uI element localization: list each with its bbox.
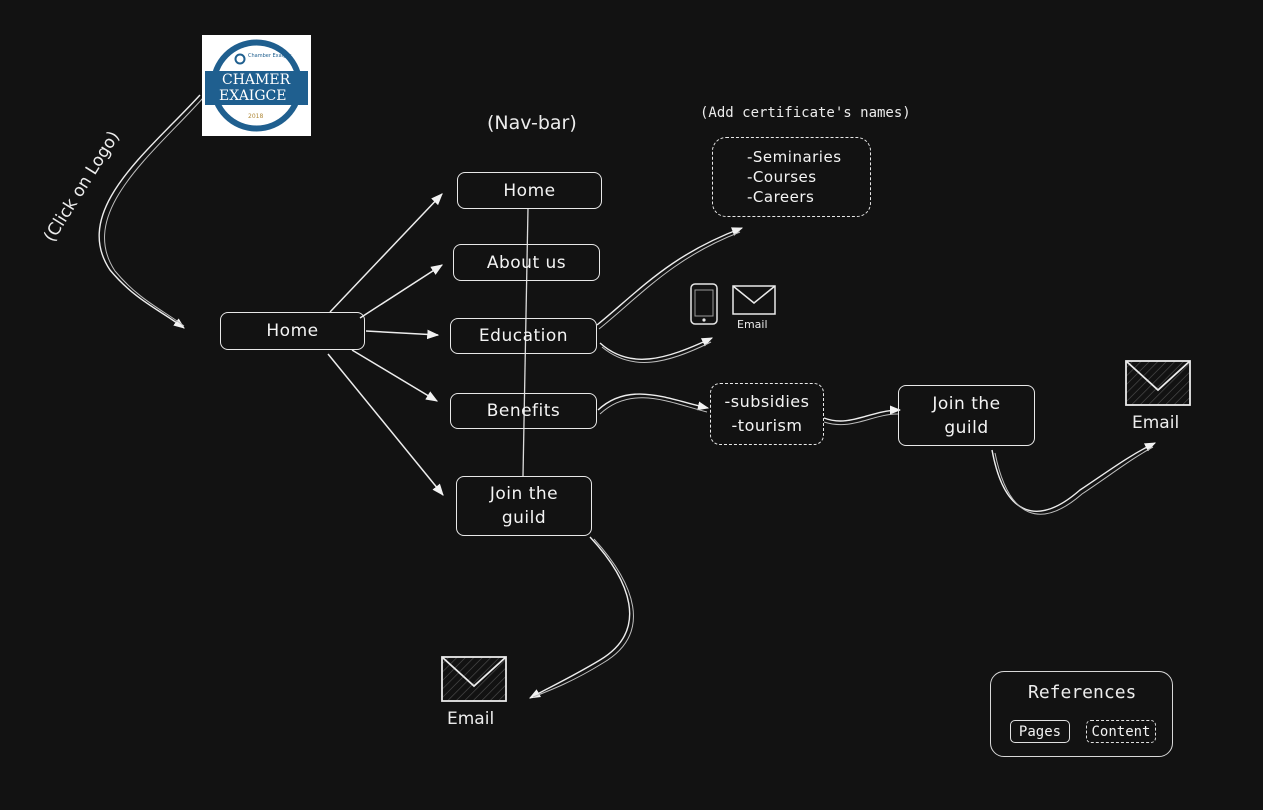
legend-content-chip: Content xyxy=(1086,720,1156,743)
nav-join-node[interactable]: Join the guild xyxy=(456,476,592,536)
phone-icon xyxy=(690,283,718,325)
join-guild-right-line2: guild xyxy=(944,417,989,438)
arrow-home-to-nav-home xyxy=(329,193,443,313)
logo-top-text: Chamber Exaiger xyxy=(248,53,292,59)
references-title: References xyxy=(1028,682,1137,703)
arrow-home-to-about xyxy=(359,264,444,319)
nav-benefits-node[interactable]: Benefits xyxy=(450,393,597,429)
legend-pages-chip: Pages xyxy=(1010,720,1070,743)
arrow-list-to-join xyxy=(823,405,902,422)
education-list-item: -Careers xyxy=(747,188,815,206)
email-small-label: Email xyxy=(737,318,768,331)
email-right-label: Email xyxy=(1132,413,1180,433)
benefits-list-item: -tourism xyxy=(731,416,803,435)
legend-pages-label: Pages xyxy=(1018,723,1062,740)
nav-bar-label: (Nav-bar) xyxy=(487,112,577,134)
nav-about-label: About us xyxy=(486,252,567,273)
education-list-item: -Courses xyxy=(747,168,817,186)
nav-join-label-line1: Join the xyxy=(489,484,559,504)
nav-home-label: Home xyxy=(503,180,556,201)
join-guild-node-right[interactable]: Join the guild xyxy=(898,385,1035,446)
references-legend: References Pages Content xyxy=(990,671,1173,757)
arrow-join-to-email-right xyxy=(991,442,1157,512)
email-icon xyxy=(1125,360,1191,406)
nav-education-node[interactable]: Education xyxy=(450,318,597,354)
email-bottom-label: Email xyxy=(447,709,495,729)
arrow-education-to-contact xyxy=(599,337,714,360)
email-icon xyxy=(441,656,507,702)
home-node-label: Home xyxy=(266,321,319,341)
benefits-list-item: -subsidies xyxy=(724,392,810,411)
home-node[interactable]: Home xyxy=(220,312,365,350)
company-logo[interactable]: Chamber Exaiger CHAMER EXAIGCE 2018 xyxy=(202,35,311,136)
nav-connector-line xyxy=(522,207,529,477)
education-list-node: -Seminaries -Courses -Careers xyxy=(712,137,871,217)
logo-graphic xyxy=(205,39,308,132)
logo-line2: EXAIGCE xyxy=(219,88,287,104)
nav-benefits-label: Benefits xyxy=(486,401,561,421)
join-guild-right-line1: Join the xyxy=(932,393,1001,414)
arrow-join-to-email-bottom xyxy=(529,536,631,699)
legend-content-label: Content xyxy=(1091,723,1151,740)
benefits-list-node: -subsidies -tourism xyxy=(710,383,824,445)
arrow-education-to-list xyxy=(596,227,744,326)
arrow-home-to-join xyxy=(327,353,444,496)
nav-education-label: Education xyxy=(478,326,569,346)
nav-join-label-line2: guild xyxy=(501,508,547,528)
arrow-home-to-benefits xyxy=(351,349,439,402)
email-icon xyxy=(732,285,776,315)
nav-home-node[interactable]: Home xyxy=(457,172,602,209)
certificate-note: (Add certificate's names) xyxy=(700,105,911,121)
arrow-benefits-to-list xyxy=(597,393,710,411)
arrow-home-to-education xyxy=(365,329,440,340)
logo-year: 2018 xyxy=(248,113,264,120)
nav-about-node[interactable]: About us xyxy=(453,244,600,281)
logo-line1: CHAMER xyxy=(222,72,291,88)
education-list-item: -Seminaries xyxy=(747,148,842,166)
arrow-logo-to-home xyxy=(98,94,201,329)
